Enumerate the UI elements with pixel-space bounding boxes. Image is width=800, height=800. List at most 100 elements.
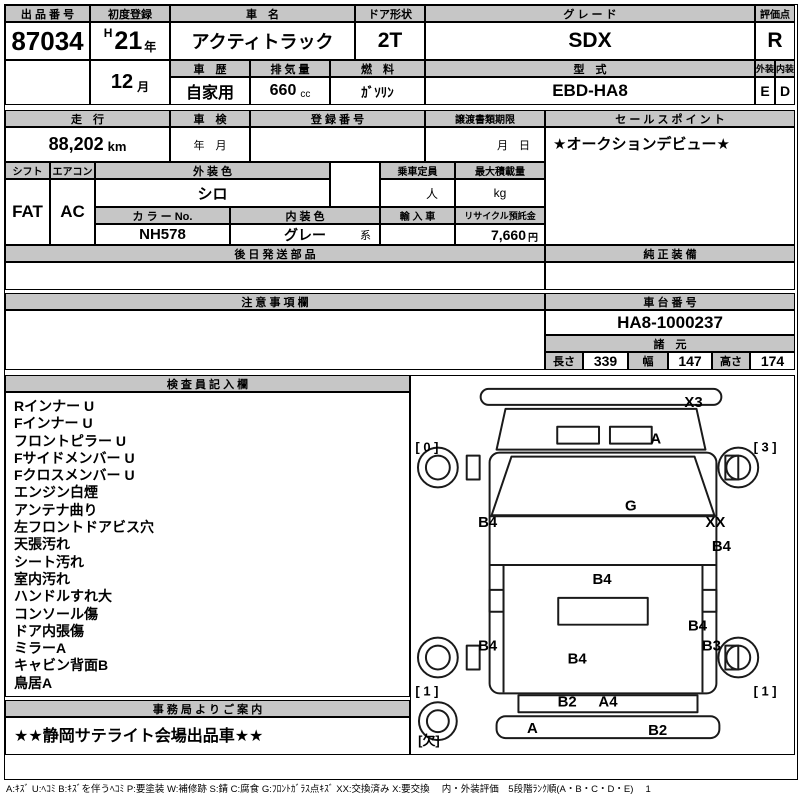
spec-length-value: 339: [583, 352, 628, 370]
inspection-note-item: エンジン白煙: [14, 484, 98, 501]
inspection-note-item: 鳥居A: [14, 674, 53, 691]
first-registration-label: 初度登録: [90, 5, 170, 22]
mileage-number: 88,202: [48, 134, 104, 154]
front-right-wheel-tab: [724, 454, 740, 481]
fuel-value: ｶﾞｿﾘﾝ: [330, 77, 425, 105]
chassis-number-value: HA8-1000237: [545, 310, 795, 335]
shift-value: FAT: [5, 179, 50, 245]
recycle-deposit-unit: 円: [528, 232, 538, 244]
inspection-note-item: キャビン背面B: [14, 657, 109, 674]
spec-length-label: 長さ: [545, 352, 583, 370]
bed-box: [557, 596, 649, 626]
office-announcement: ★★静岡サテライト会場出品車★★: [5, 717, 410, 755]
inspection-note-item: Fクロスメンバー U: [14, 467, 135, 484]
inspection-note-item: Fインナー U: [14, 415, 93, 432]
inspection-expiry-value: 年 月: [170, 127, 250, 162]
first-registration-year: H 21 年: [90, 22, 170, 60]
inspection-note-item: ドア内張傷: [14, 622, 84, 639]
era-letter: H: [103, 26, 113, 40]
recycle-deposit-label: リサイクル預託金: [455, 207, 545, 224]
auction-number-value: 87034: [5, 22, 90, 60]
notes-label: 注 意 事 項 欄: [5, 293, 545, 310]
color-number-label: カ ラ ー No.: [95, 207, 230, 224]
recycle-deposit-number: 7,660: [490, 226, 526, 243]
genuine-equipment-label: 純 正 装 備: [545, 245, 795, 262]
inspection-note-item: 天張汚れ: [14, 536, 70, 553]
mileage-value: 88,202 km: [5, 127, 170, 162]
max-load-label: 最大積載量: [455, 162, 545, 179]
first-registration-month: 12 月: [90, 60, 170, 105]
inspection-note-item: Fサイドメンバー U: [14, 449, 135, 466]
front-left-wheel: [416, 446, 459, 489]
car-name-value: アクティトラック: [170, 22, 355, 60]
diagram-damage-label: B2: [648, 722, 667, 739]
diagram-damage-label: G: [625, 497, 637, 514]
month-suffix: 月: [137, 80, 150, 94]
inspection-note-item: ミラーA: [14, 640, 67, 657]
front-bumper: [479, 387, 723, 406]
rear-left-wheel-tab: [465, 644, 481, 671]
registration-number-value: [250, 127, 425, 162]
registration-month: 12: [110, 71, 134, 93]
rear-left-wheel: [416, 636, 459, 679]
windshield: [490, 455, 716, 517]
shift-label: シフト: [5, 162, 50, 179]
interior-score-value: D: [775, 77, 795, 105]
registration-year: 21: [114, 26, 143, 55]
transfer-docs-label: 譲渡書類期限: [425, 110, 545, 127]
inspection-note-item: コンソール傷: [14, 605, 98, 622]
tailgate: [517, 694, 699, 714]
later-parts-area: [5, 262, 545, 290]
inspection-note-item: 左フロントドアビス穴: [14, 519, 154, 536]
inspection-note-item: 室内汚れ: [14, 570, 70, 587]
diagram-damage-label: A: [527, 720, 538, 737]
registration-number-label: 登 録 番 号: [250, 110, 425, 127]
diagram-damage-label: B4: [592, 571, 612, 588]
left-gate-latch: [488, 588, 505, 613]
chassis-number-label: 車 台 番 号: [545, 293, 795, 310]
exterior-score-value: E: [755, 77, 775, 105]
rear-right-wheel: [717, 636, 760, 679]
diagram-damage-label: XX: [705, 514, 725, 531]
diagram-damage-label: A: [650, 431, 661, 448]
inspection-note-item: シート汚れ: [14, 553, 84, 570]
notes-area: [5, 310, 545, 370]
door-type-value: 2T: [355, 22, 425, 60]
exterior-color-label: 外 装 色: [95, 162, 330, 179]
inspection-note-item: アンテナ曲り: [14, 501, 98, 518]
score-value: R: [755, 22, 795, 60]
diagram-damage-label: [ 1 ]: [415, 683, 438, 698]
exterior-color-value: シロ: [95, 179, 330, 207]
diagram-damage-label: B2: [558, 693, 577, 710]
diagram-damage-label: [ 1 ]: [754, 683, 777, 698]
diagram-damage-label: B3: [702, 638, 721, 655]
inspection-expiry-label: 車 検: [170, 110, 250, 127]
diagram-damage-label: B4: [568, 650, 588, 667]
diagram-damage-label: B4: [712, 538, 732, 555]
grade-label: グ レ ー ド: [425, 5, 755, 22]
inspector-notes-label: 検 査 員 記 入 欄: [5, 375, 410, 392]
capacity-value: 人: [380, 179, 455, 207]
inspection-note-item: ハンドルすれ大: [14, 588, 112, 605]
spare-wheel: [417, 701, 458, 742]
sales-point-label: セ ー ル ス ポ イ ン ト: [545, 110, 795, 127]
hood-panel: [495, 407, 707, 451]
max-load-value: kg: [455, 179, 545, 207]
car-name-label: 車 名: [170, 5, 355, 22]
rear-bumper: [495, 715, 721, 740]
year-suffix: 年: [144, 40, 157, 54]
aircon-value: AC: [50, 179, 95, 245]
displacement-label: 排 気 量: [250, 60, 330, 77]
spec-width-value: 147: [668, 352, 712, 370]
history-value: 自家用: [170, 77, 250, 105]
diagram-damage-label: A4: [598, 693, 618, 710]
front-left-wheel-tab: [465, 454, 481, 481]
rear-right-wheel-tab: [724, 644, 740, 671]
sheet-outer-border: [4, 4, 798, 780]
front-right-wheel: [717, 446, 760, 489]
fuel-label: 燃 料: [330, 60, 425, 77]
import-value: [380, 224, 455, 245]
displacement-number: 660: [269, 82, 297, 99]
